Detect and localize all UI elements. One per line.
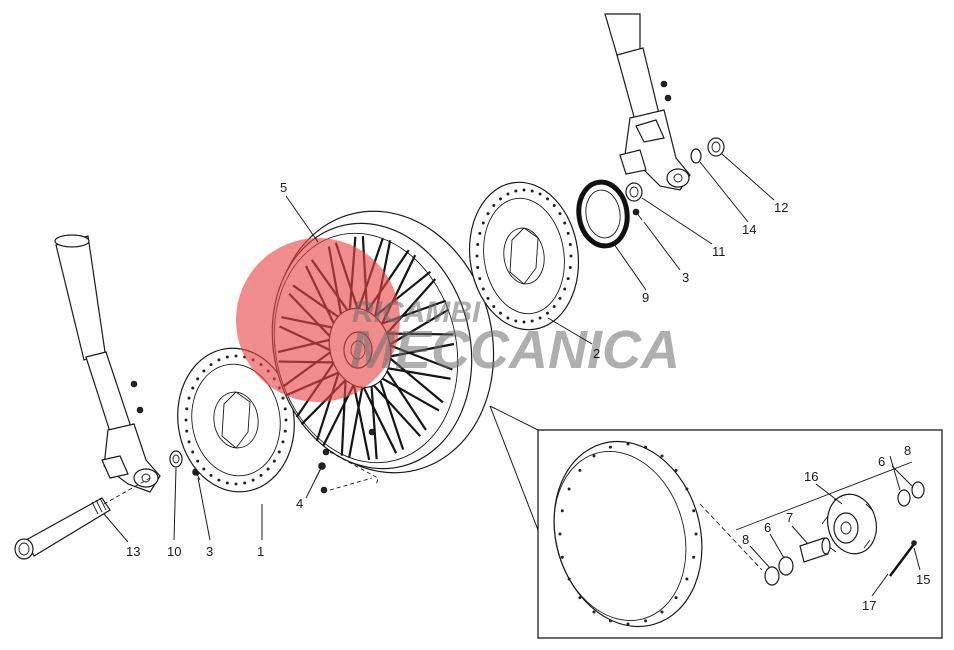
watermark-logo bbox=[236, 238, 400, 402]
callout-5: 5 bbox=[280, 180, 287, 195]
callout-12: 12 bbox=[774, 200, 788, 215]
callout-labels: 1 2 3 3 4 5 6 6 7 8 8 9 10 11 12 13 14 1… bbox=[126, 180, 930, 613]
callout-9: 9 bbox=[642, 290, 649, 305]
spoke bbox=[359, 379, 398, 454]
callout-7: 7 bbox=[786, 510, 793, 525]
bearing-right bbox=[707, 137, 725, 157]
spoke bbox=[380, 361, 427, 431]
callout-1: 1 bbox=[257, 544, 264, 559]
inset-rim bbox=[553, 440, 703, 628]
callout-3-left: 3 bbox=[206, 544, 213, 559]
callout-11: 11 bbox=[712, 244, 726, 259]
callout-6-left: 6 bbox=[764, 520, 771, 535]
callout-4: 4 bbox=[296, 496, 303, 511]
front-axle bbox=[14, 477, 151, 560]
callout-3-right: 3 bbox=[682, 270, 689, 285]
inset-pin bbox=[889, 543, 915, 577]
callout-15: 15 bbox=[916, 572, 930, 587]
callout-16: 16 bbox=[804, 469, 818, 484]
spoke bbox=[348, 379, 365, 459]
disc-bolt-right bbox=[632, 208, 643, 221]
spoke bbox=[379, 365, 451, 380]
callout-17: 17 bbox=[862, 598, 876, 613]
spoke bbox=[373, 372, 440, 412]
left-brake-disc bbox=[177, 347, 295, 493]
callout-6-right: 6 bbox=[878, 454, 885, 469]
spacer-right bbox=[625, 182, 643, 202]
watermark-line1: RICAMBI bbox=[352, 296, 481, 329]
callout-8-right: 8 bbox=[904, 443, 911, 458]
spoke bbox=[369, 376, 378, 460]
inset-bearing-left bbox=[778, 556, 794, 576]
right-fork-leg bbox=[604, 13, 691, 191]
inset-spacer bbox=[799, 537, 829, 563]
sensor-ring bbox=[576, 179, 630, 249]
watermark: RICAMBI MECCANICA bbox=[236, 238, 680, 402]
callout-14: 14 bbox=[742, 222, 756, 237]
spacer-left bbox=[169, 450, 183, 468]
callout-8-left: 8 bbox=[742, 532, 749, 547]
left-fork-leg bbox=[54, 234, 161, 493]
inset-bearing-right bbox=[897, 489, 911, 507]
inset-hub bbox=[821, 493, 877, 555]
spoke bbox=[366, 377, 422, 437]
spoke bbox=[383, 352, 444, 404]
dust-seal bbox=[690, 148, 702, 164]
callout-2: 2 bbox=[593, 346, 600, 361]
watermark-line2: MECCANICA bbox=[350, 320, 680, 380]
detail-inset bbox=[489, 405, 943, 639]
spoke bbox=[375, 370, 405, 450]
inset-seal-left bbox=[764, 566, 780, 586]
inset-seal-right bbox=[911, 481, 925, 499]
valve-parts bbox=[315, 428, 379, 494]
leader-lines bbox=[103, 153, 921, 597]
right-brake-disc bbox=[468, 181, 580, 331]
spoke bbox=[382, 342, 455, 359]
callout-13: 13 bbox=[126, 544, 140, 559]
callout-10: 10 bbox=[167, 544, 181, 559]
